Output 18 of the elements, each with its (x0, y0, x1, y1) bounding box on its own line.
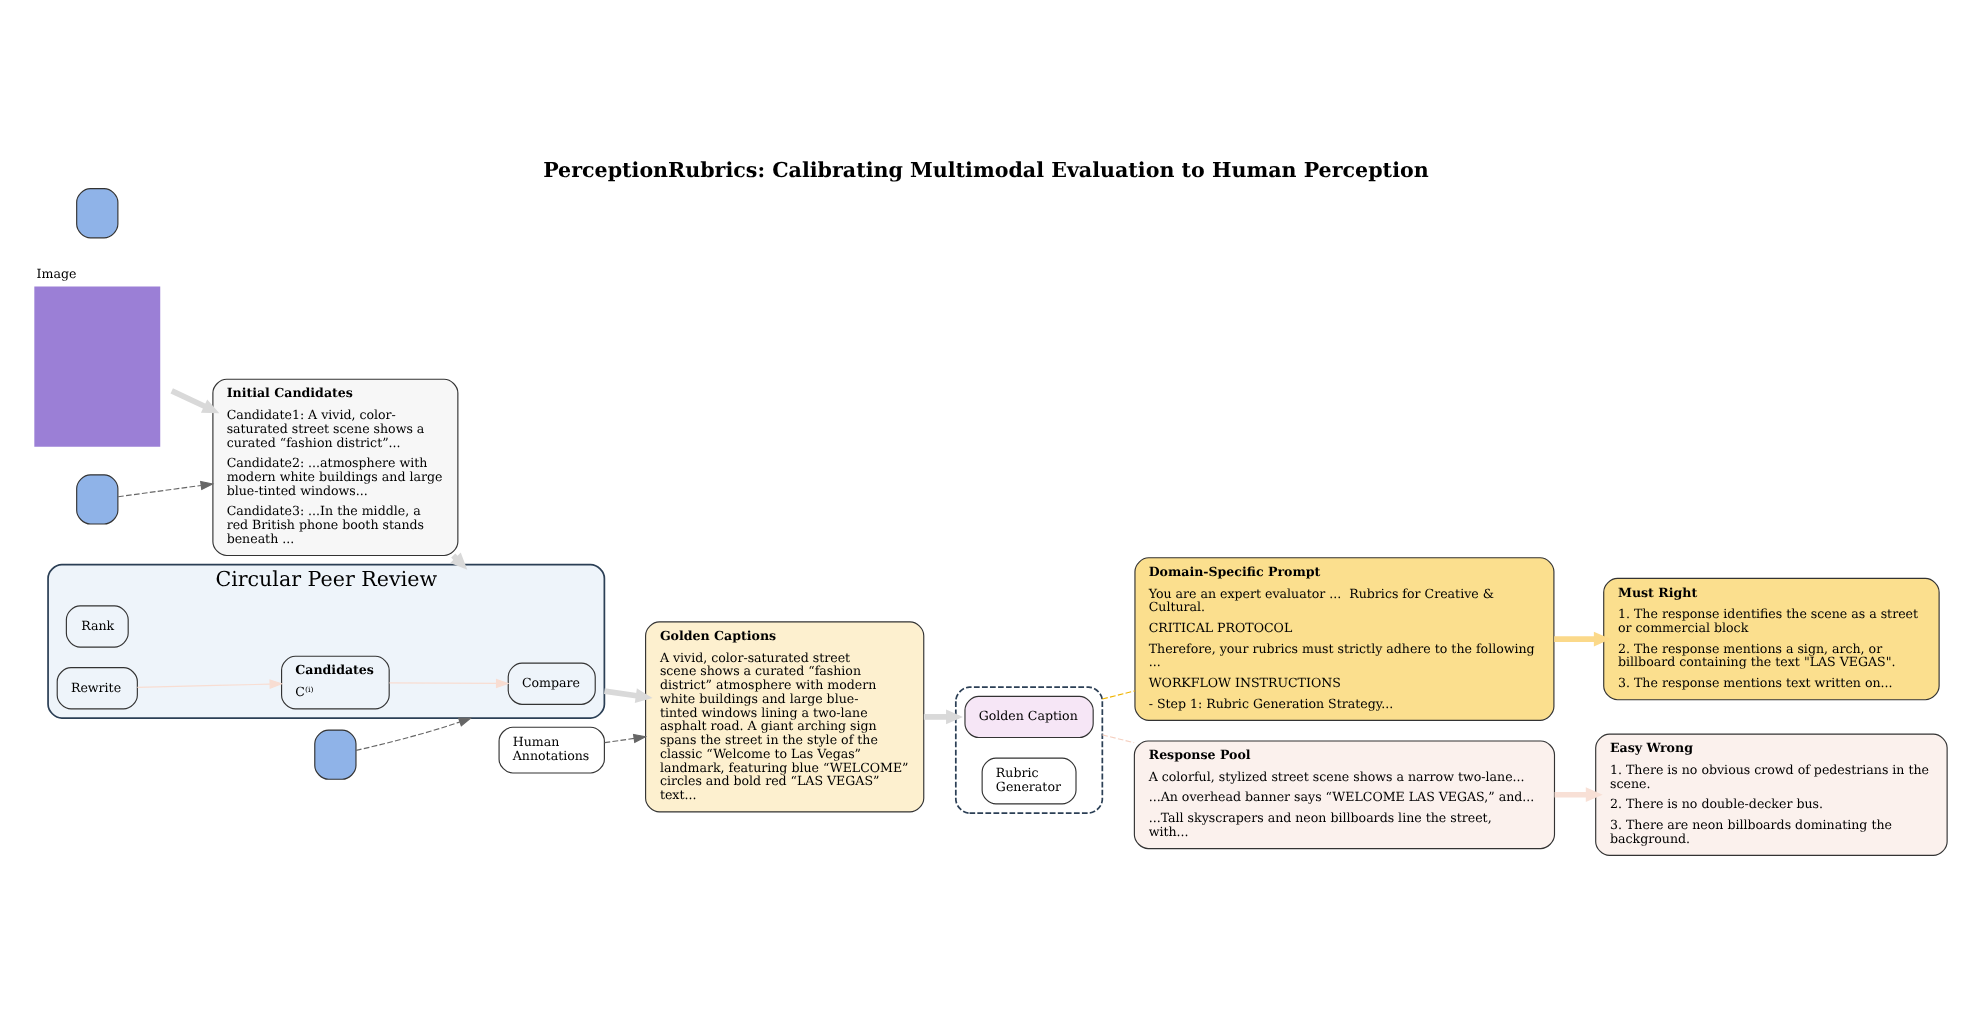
arrow (603, 687, 653, 702)
arrow (388, 677, 510, 688)
arrow (923, 708, 963, 724)
arrow (604, 732, 648, 743)
arrow (1554, 630, 1611, 646)
cluster (954, 685, 1104, 813)
node-box (34, 285, 161, 446)
node-box (314, 728, 357, 779)
connector (1101, 733, 1135, 743)
node-box (76, 473, 119, 524)
diagram-title: PerceptionRubrics: Calibrating Multimodal Evaluation to Human Perception (543, 157, 1429, 182)
connector (1101, 689, 1136, 699)
node-box (76, 187, 119, 238)
arrow (355, 716, 473, 750)
arrow (136, 678, 284, 688)
arrow (117, 479, 215, 497)
arrow (170, 387, 220, 413)
arrow (1554, 786, 1603, 802)
